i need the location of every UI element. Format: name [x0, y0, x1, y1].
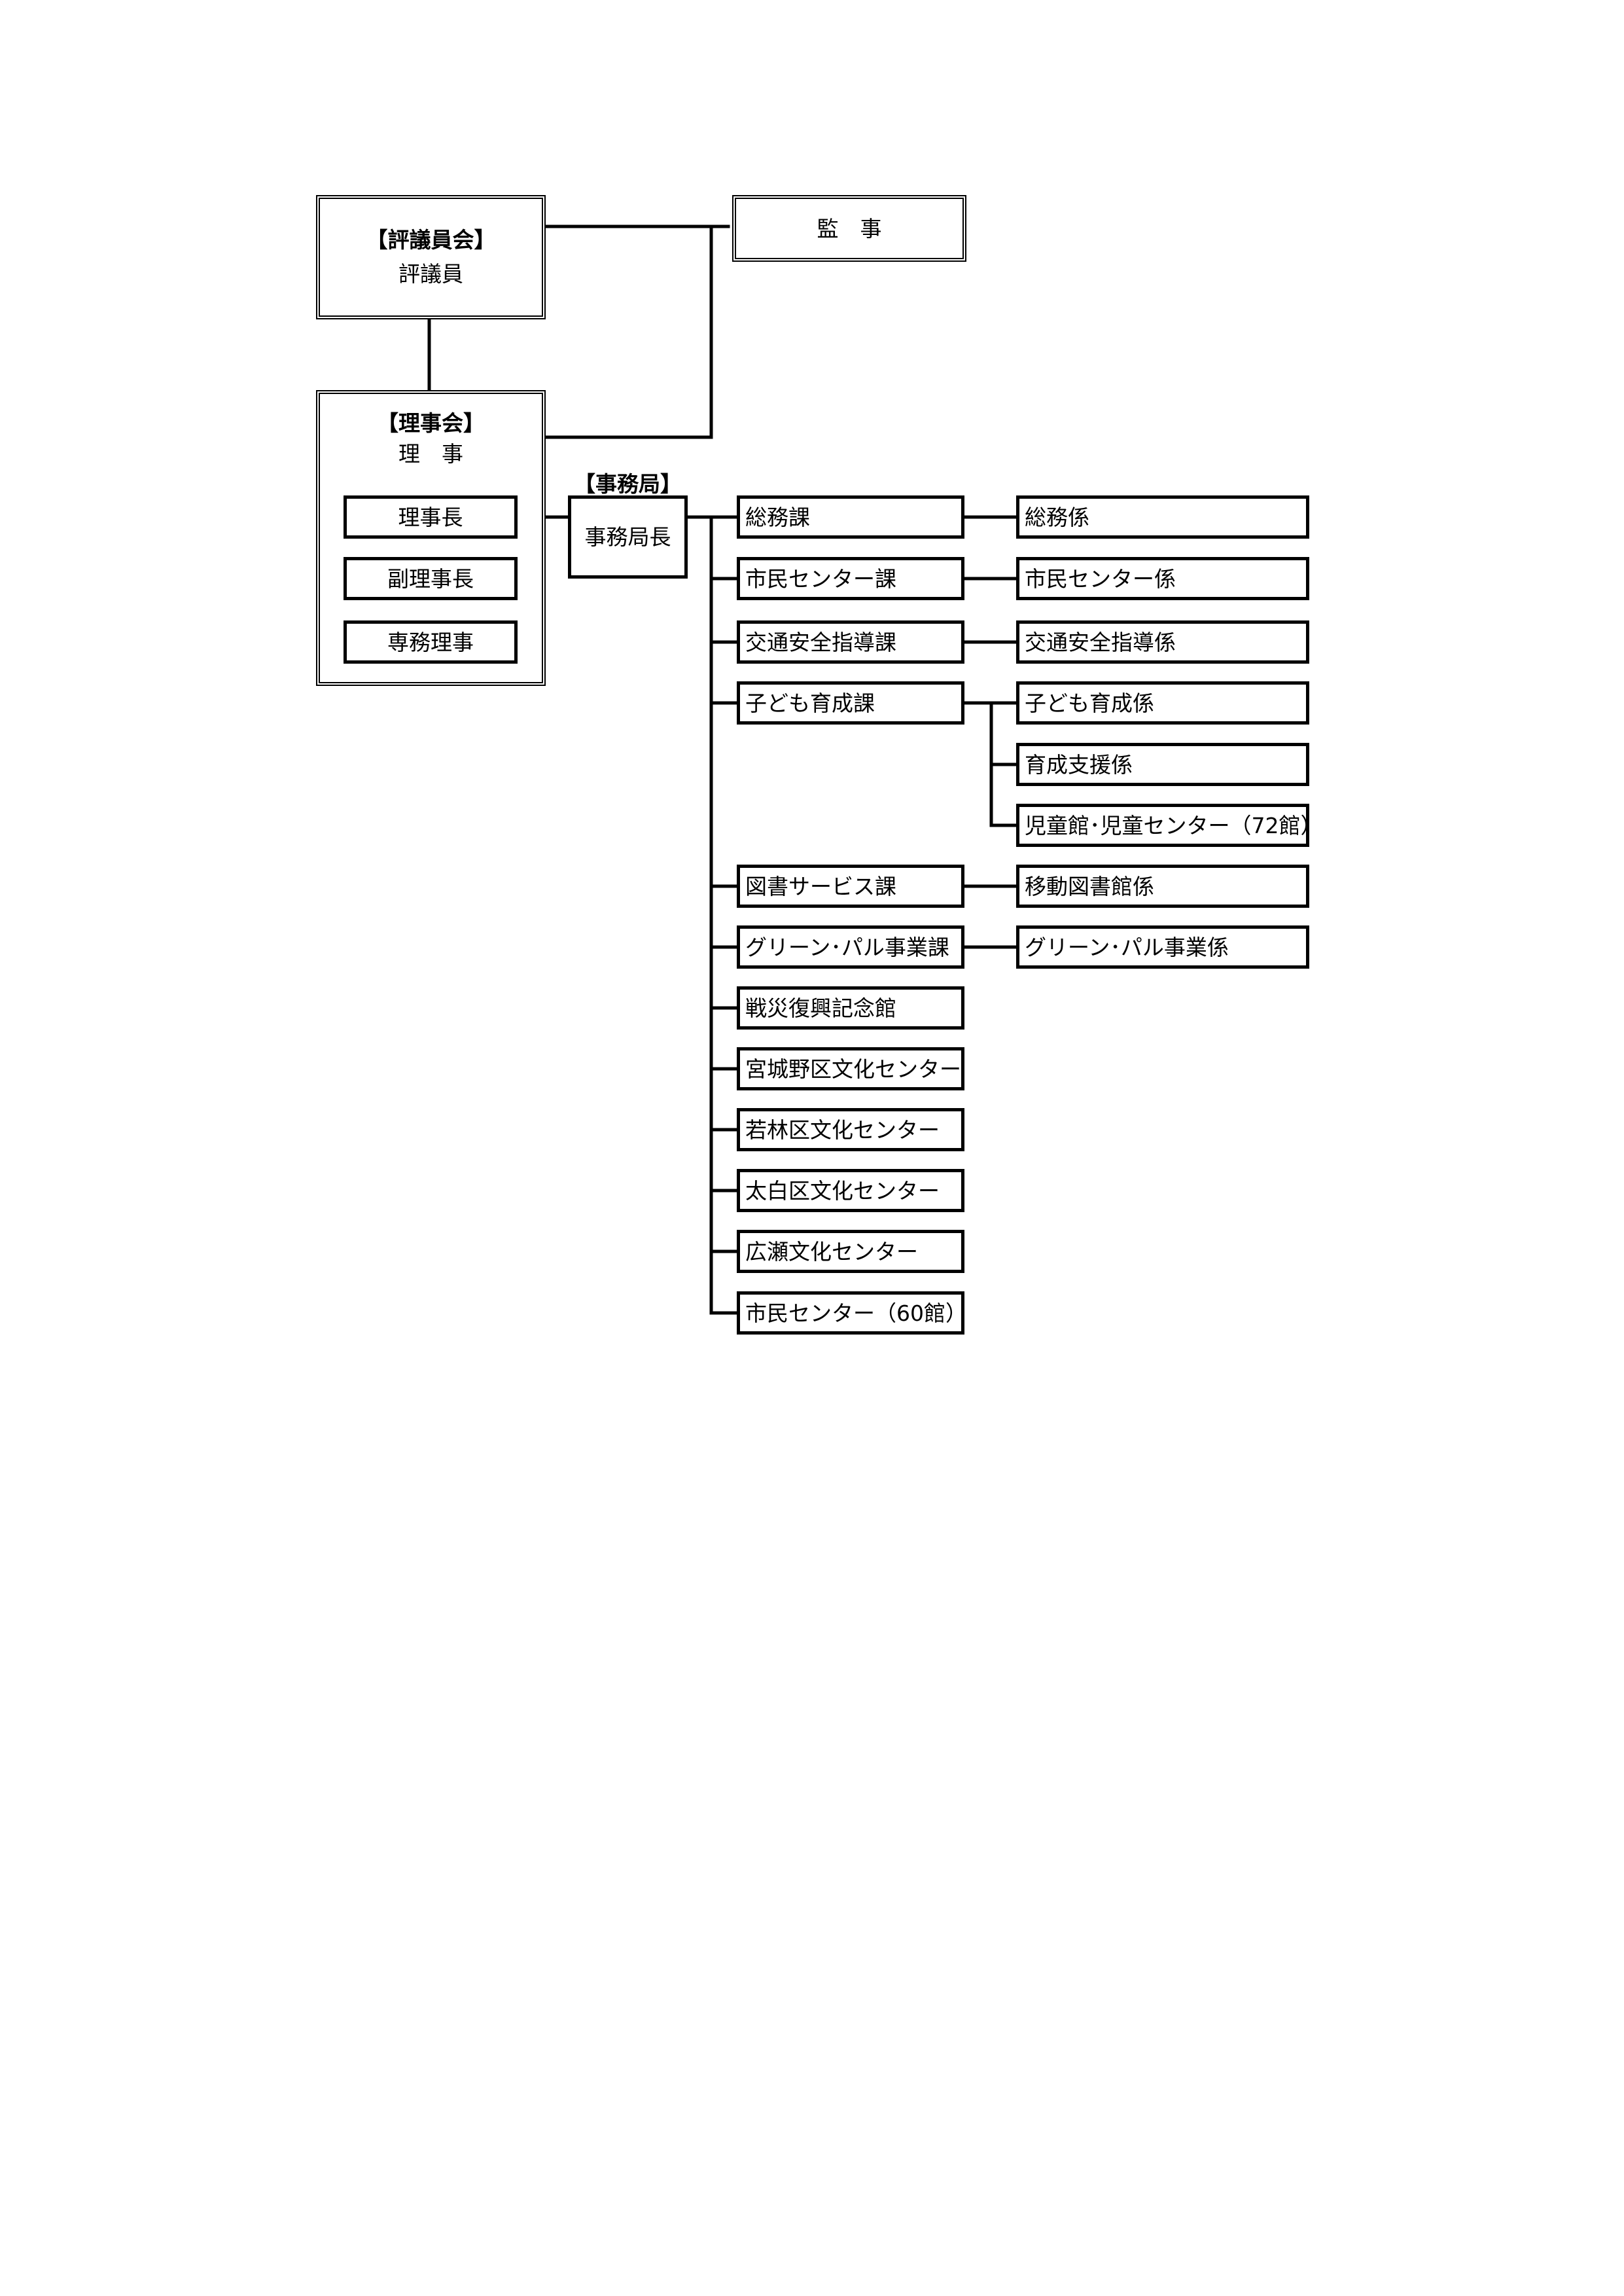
council-member: 評議員	[398, 261, 463, 287]
section-wakabayashi-culture-center: 若林区文化センター	[737, 1108, 964, 1151]
section-traffic-safety: 交通安全指導課	[737, 620, 964, 664]
section-war-memorial: 戦災復興記念館	[737, 986, 964, 1030]
officer-chairman: 理事長	[344, 495, 518, 539]
officer-managing-director: 専務理事	[344, 620, 518, 664]
board-member: 理 事	[398, 441, 463, 467]
section-hirose-culture-center: 広瀬文化センター	[737, 1230, 964, 1273]
subunit-green-pal: グリーン･パル事業係	[1016, 925, 1309, 969]
subunit-general-affairs: 総務係	[1016, 495, 1309, 539]
subunit-child-development: 子ども育成係	[1016, 681, 1309, 725]
section-citizen-center: 市民センター課	[737, 557, 964, 600]
subunit-traffic-safety: 交通安全指導係	[1016, 620, 1309, 664]
section-miyagino-culture-center: 宮城野区文化センター	[737, 1047, 964, 1090]
auditor-box	[732, 195, 966, 262]
section-citizen-centers: 市民センター（60館）	[737, 1291, 967, 1335]
subunit-development-support: 育成支援係	[1016, 743, 1309, 786]
board-title: 【理事会】	[377, 410, 485, 436]
section-child-development: 子ども育成課	[737, 681, 964, 725]
secretariat-head: 事務局長	[568, 495, 688, 579]
section-green-pal: グリーン･パル事業課	[737, 925, 964, 969]
section-library-service: 図書サービス課	[737, 865, 964, 908]
council-box	[316, 195, 546, 319]
subunit-citizen-center: 市民センター係	[1016, 557, 1309, 600]
section-taihaku-culture-center: 太白区文化センター	[737, 1169, 964, 1212]
auditor-label: 監 事	[817, 216, 882, 242]
section-general-affairs: 総務課	[737, 495, 964, 539]
subunit-childrens-halls: 児童館･児童センター（72館）	[1016, 804, 1322, 847]
officer-vice-chairman: 副理事長	[344, 557, 518, 600]
secretariat-title: 【事務局】	[574, 471, 682, 497]
subunit-mobile-library: 移動図書館係	[1016, 865, 1309, 908]
council-title: 【評議員会】	[366, 227, 496, 253]
